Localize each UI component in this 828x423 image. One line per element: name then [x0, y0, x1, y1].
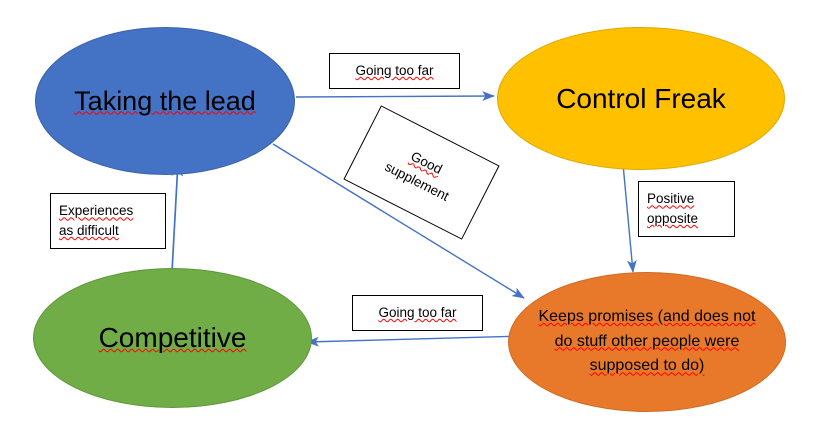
- edge-label-positive-opposite-text: Positive opposite: [647, 189, 698, 228]
- edge-label-experiences-as-difficult-line-2: as difficult: [59, 223, 119, 238]
- edge-competitive-to-taking-the-lead[interactable]: [171, 160, 184, 273]
- node-keeps-promises-label: Keeps promises (and does not do stuff ot…: [526, 305, 767, 379]
- edge-label-good-supplement[interactable]: Good supplement: [343, 105, 500, 240]
- edge-label-going-too-far-bottom-text: Going too far: [378, 305, 457, 321]
- node-keeps-promises-line-2: do stuff other people were: [554, 332, 740, 350]
- edge-label-going-too-far-bottom[interactable]: Going too far: [352, 295, 483, 331]
- edge-label-going-too-far-top[interactable]: Going too far: [329, 53, 460, 89]
- node-taking-the-lead[interactable]: Taking the lead: [35, 27, 295, 175]
- node-control-freak[interactable]: Control Freak: [497, 27, 785, 170]
- node-keeps-promises[interactable]: Keeps promises (and does not do stuff ot…: [508, 272, 786, 412]
- edge-label-experiences-as-difficult-text: Experiences as difficult: [59, 201, 133, 240]
- edge-label-good-supplement-text: Good supplement: [361, 128, 482, 216]
- node-competitive[interactable]: Competitive: [33, 268, 312, 408]
- node-taking-the-lead-label: Taking the lead: [74, 85, 256, 116]
- node-competitive-label: Competitive: [98, 322, 247, 354]
- edge-label-experiences-as-difficult[interactable]: Experiences as difficult: [50, 193, 166, 249]
- edge-label-positive-opposite[interactable]: Positive opposite: [638, 181, 735, 237]
- edge-label-experiences-as-difficult-line-1: Experiences: [59, 203, 134, 219]
- edge-taking-the-lead-to-control-freak[interactable]: [295, 91, 495, 101]
- edge-control-freak-to-keeps-promises[interactable]: [622, 163, 637, 273]
- edge-label-positive-opposite-line-2: opposite: [647, 211, 699, 226]
- edge-label-positive-opposite-line-1: Positive: [647, 191, 695, 207]
- node-keeps-promises-line-3: supposed to do): [589, 357, 705, 375]
- node-control-freak-label: Control Freak: [556, 82, 726, 114]
- edge-label-going-too-far-top-text: Going too far: [355, 63, 434, 79]
- node-keeps-promises-line-1: Keeps promises (and does not: [538, 307, 756, 325]
